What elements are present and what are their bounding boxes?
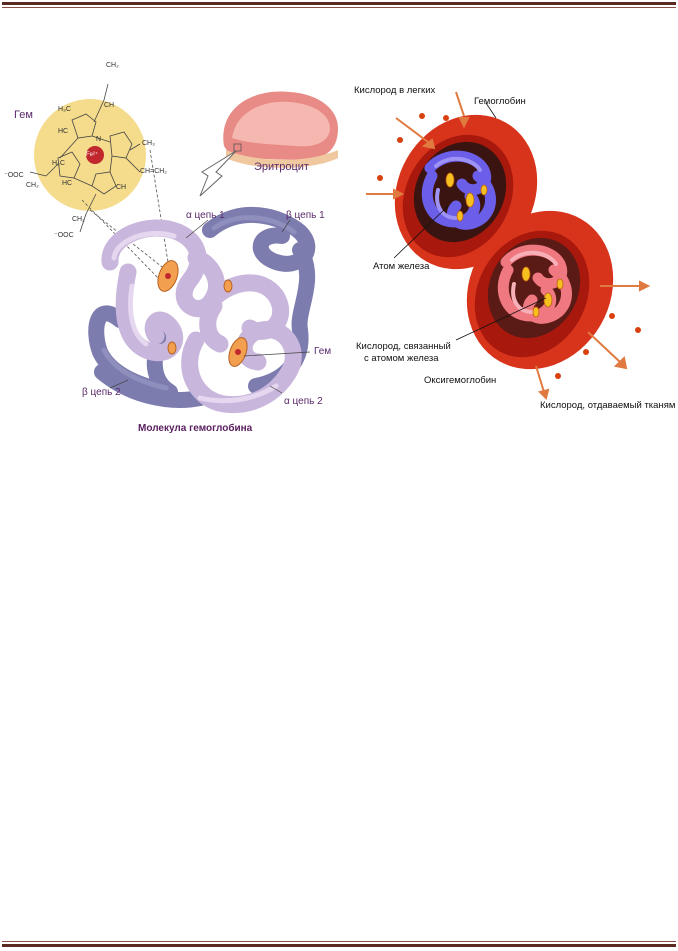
beta1-label: β цепь 1	[286, 210, 325, 221]
chem-h3c-2: H₃C	[52, 160, 65, 167]
chem-ooc-left: ⁻OOC	[4, 172, 24, 179]
chem-ch-top: CH	[104, 102, 115, 109]
erythrocyte-label: Эритроцит	[254, 161, 309, 173]
chem-h3c-1: H₃C	[58, 106, 71, 113]
heme-label: Гем	[14, 109, 33, 121]
figure-caption: Молекула гемоглобина	[138, 423, 253, 434]
chem-ch2-a: CH₂	[26, 182, 39, 189]
chem-ch-mid: CH	[116, 184, 127, 191]
bound-oxygen-label-1: Кислород, связанный	[356, 341, 451, 352]
chem-n: N	[96, 136, 102, 143]
oxygen-to-tissues-label: Кислород, отдаваемый тканям	[540, 400, 676, 411]
heme-discs	[157, 260, 248, 367]
oxygen-dots	[377, 113, 641, 379]
beta2-label: β цепь 2	[82, 387, 121, 398]
oxyhemoglobin-label: Оксигемоглобин	[424, 375, 497, 386]
chem-ch2-b: CH₂	[72, 216, 85, 223]
zoom-arrow	[199, 150, 237, 197]
chem-ch-ch2: CH=CH₂	[140, 168, 168, 175]
bottom-rule-thin	[2, 941, 676, 942]
chem-hc2: HC	[62, 180, 73, 187]
top-rule-thin	[2, 7, 676, 8]
chem-hc-left: HC	[58, 128, 69, 135]
chem-ch2-top: CH₂	[106, 62, 119, 69]
heme-label-2: Гем	[314, 346, 332, 357]
top-rule	[2, 2, 676, 5]
alpha2-label: α цепь 2	[284, 396, 323, 407]
chem-ch3-right: CH₃	[142, 140, 155, 147]
iron-atom-label: Атом железа	[373, 261, 430, 272]
chem-ooc-bottom: ⁻OOC	[54, 232, 74, 239]
bottom-rule	[2, 944, 676, 947]
chem-fe: Fe²⁺	[86, 152, 99, 158]
iron-center	[86, 146, 104, 164]
hemoglobin-label: Гемоглобин	[474, 96, 526, 107]
oxygen-arrows	[366, 91, 651, 400]
bound-oxygen-label-2: с атомом железа	[364, 353, 439, 364]
porphyrin-ring	[29, 83, 141, 233]
oxygen-in-lungs-label: Кислород в легких	[354, 85, 436, 96]
deoxy-protein	[421, 150, 496, 230]
alpha1-label: α цепь 1	[186, 210, 225, 221]
